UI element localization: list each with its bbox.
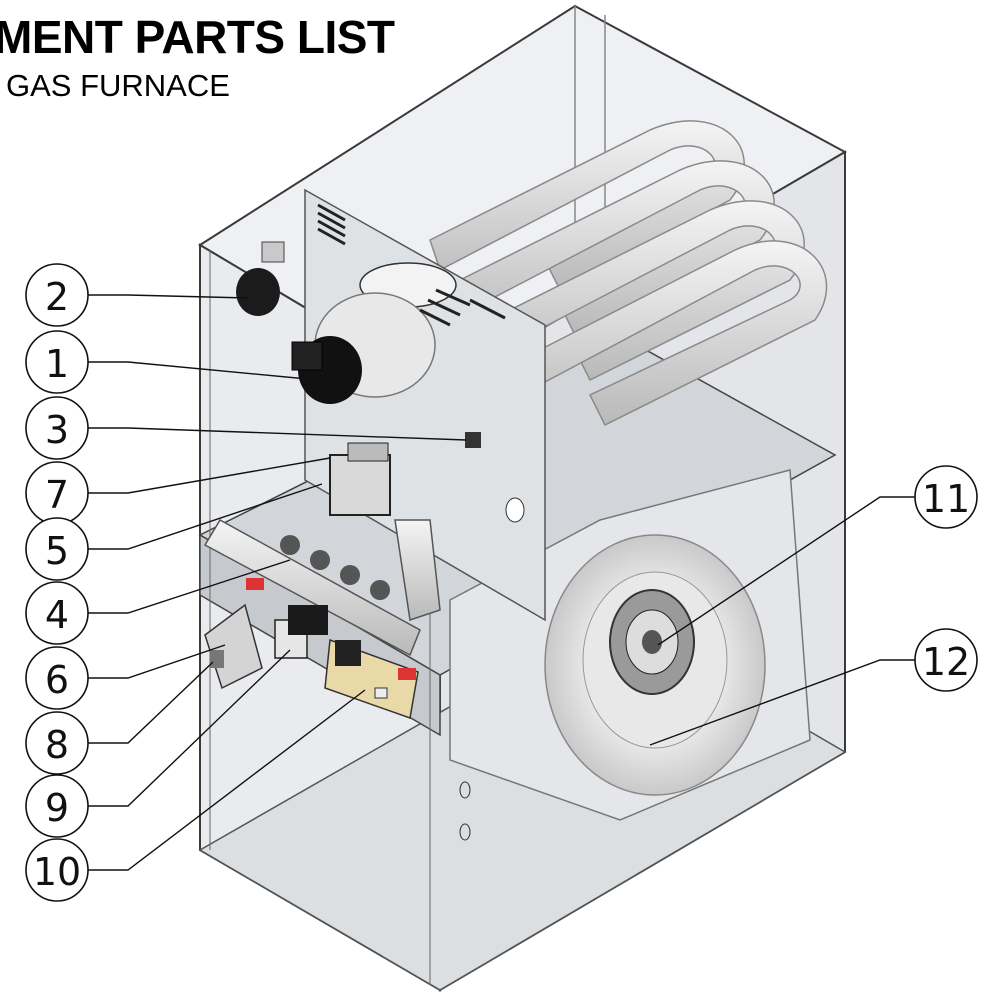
callout-label: 11	[922, 477, 970, 521]
gas-valve	[329, 442, 391, 516]
leader-lines	[88, 294, 915, 871]
callout-label: 12	[922, 640, 970, 684]
callout-label: 4	[45, 593, 69, 637]
callout-label: 5	[45, 529, 69, 573]
heat-exchanger	[429, 120, 828, 427]
callout-markers	[25, 263, 978, 902]
callout-label: 1	[45, 342, 69, 386]
callout-label: 6	[45, 658, 69, 702]
page-title: MENT PARTS LIST	[0, 11, 395, 63]
pressure-switch	[236, 268, 280, 316]
callout-label: 8	[45, 723, 69, 767]
callout-label: 7	[45, 473, 69, 517]
burner-manifold	[203, 518, 441, 657]
callout-label: 9	[45, 786, 69, 830]
callout-label: 10	[33, 850, 81, 894]
callout-label: 3	[45, 408, 69, 452]
page-subtitle: GAS FURNACE	[6, 68, 230, 103]
callout-label: 2	[45, 275, 69, 319]
rollout-switch	[465, 432, 481, 448]
